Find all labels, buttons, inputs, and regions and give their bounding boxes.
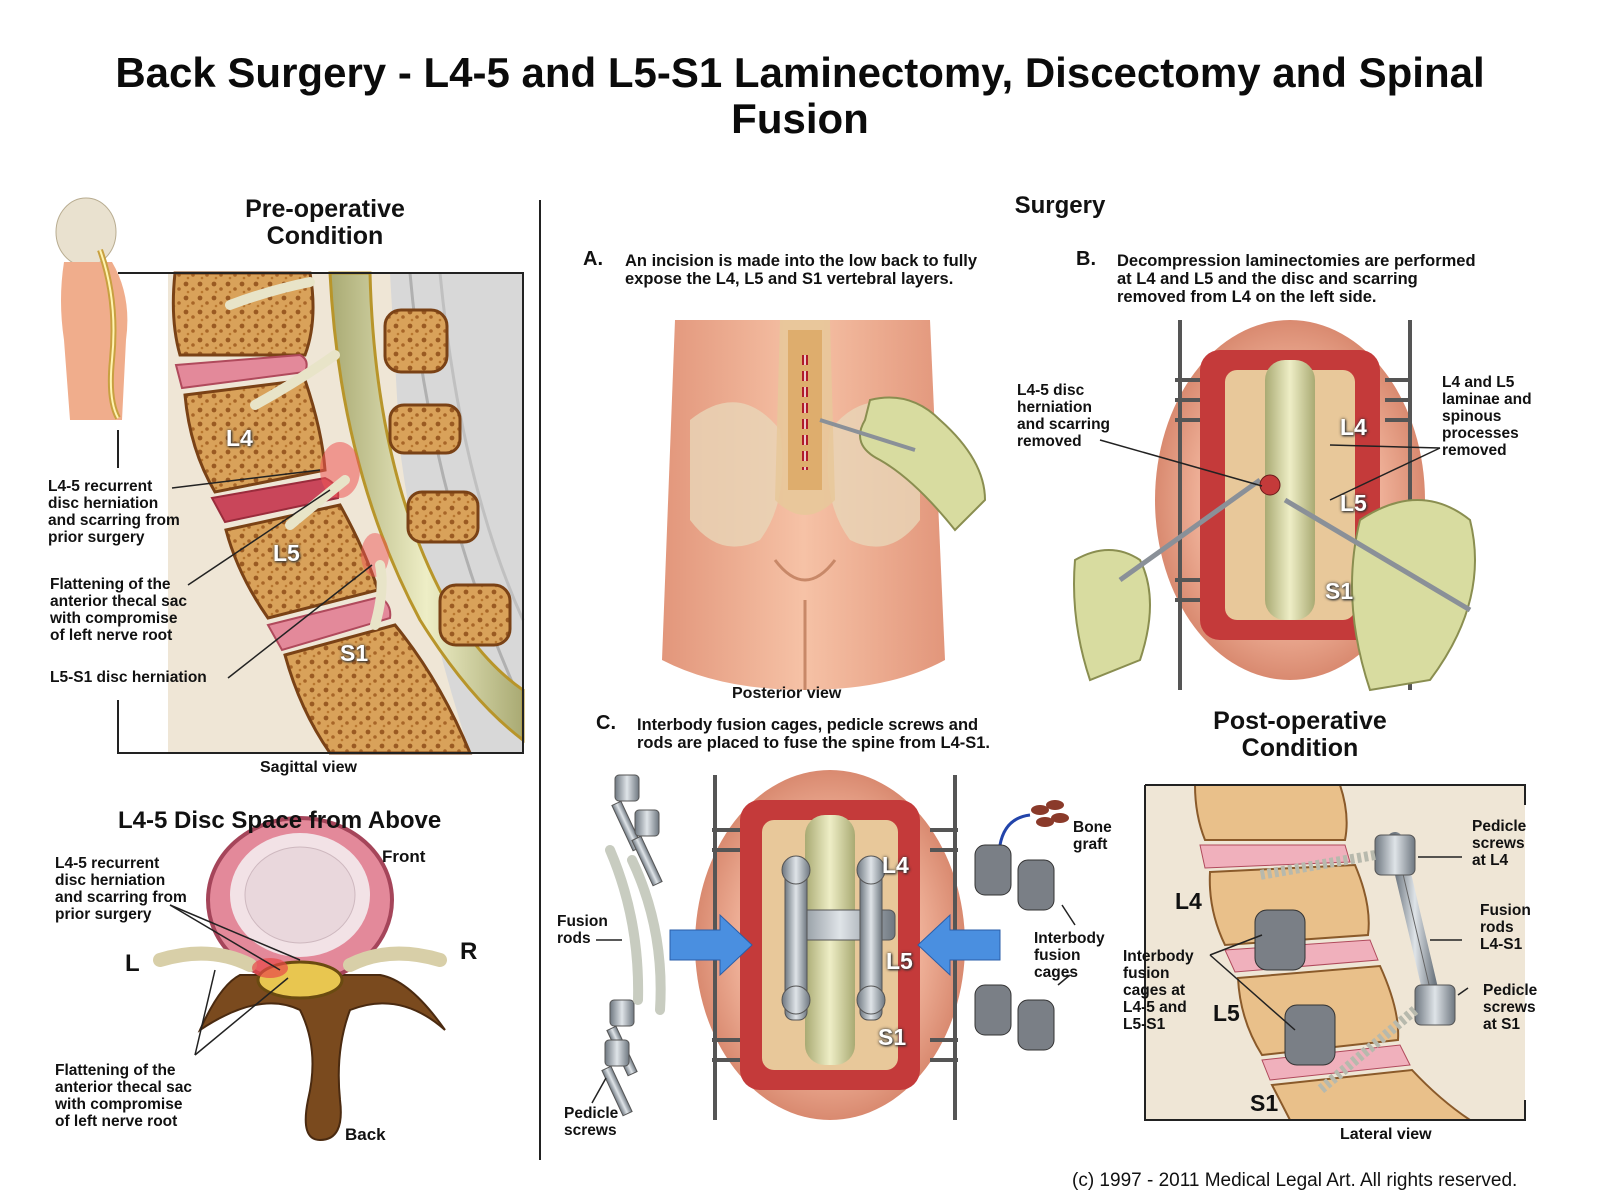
postop-lateral-illustration: [1144, 784, 1526, 1121]
preop-s1-label: S1: [340, 640, 369, 666]
step-b-s1-label: S1: [1325, 578, 1354, 604]
preop-l5s1-label: L5-S1 disc herniation: [50, 669, 207, 686]
preop-l5-label: L5: [273, 540, 300, 566]
step-b-letter: B.: [1076, 248, 1096, 270]
disc-axial-illustration: [153, 816, 447, 1142]
step-b-text: Decompression laminectomies are performe…: [1117, 252, 1476, 306]
step-c-s1-label: S1: [878, 1024, 907, 1050]
step-b-l4-label: L4: [1340, 414, 1367, 440]
title-line-1: Back Surgery - L4-5 and L5-S1 Laminectom…: [115, 49, 1485, 96]
step-c-l5-label: L5: [886, 948, 913, 974]
step-c-letter: C.: [596, 712, 616, 734]
surgery-heading: Surgery: [1014, 192, 1106, 219]
preop-l4-label: L4: [226, 425, 253, 451]
postop-l5-label: L5: [1213, 1000, 1240, 1026]
postop-heading: Post-operative Condition: [1213, 707, 1387, 762]
fusion-illustration: [591, 770, 1076, 1120]
sagittal-view-illustration: [117, 271, 525, 755]
step-c-text: Interbody fusion cages, pedicle screws a…: [637, 716, 991, 752]
posterior-view-caption: Posterior view: [732, 685, 842, 702]
disc-space-heading: L4-5 Disc Space from Above: [118, 807, 442, 834]
decompression-illustration: [1073, 320, 1476, 692]
sagittal-view-caption: Sagittal view: [260, 759, 357, 776]
lateral-view-caption: Lateral view: [1340, 1126, 1432, 1143]
disc-front-label: Front: [382, 847, 426, 866]
posterior-view-illustration: [662, 320, 987, 690]
copyright-notice: (c) 1997 - 2011 Medical Legal Art. All r…: [1072, 1170, 1518, 1191]
preop-heading: Pre-operative Condition: [245, 195, 405, 250]
step-a-text: An incision is made into the low back to…: [625, 252, 978, 288]
postop-s1-label: S1: [1250, 1090, 1279, 1116]
step-c-l4-label: L4: [882, 852, 909, 878]
disc-left-label: L: [125, 950, 140, 977]
page-title: Back Surgery - L4-5 and L5-S1 Laminectom…: [0, 50, 1600, 142]
postop-l4-label: L4: [1175, 888, 1202, 914]
disc-back-label: Back: [345, 1125, 386, 1144]
title-line-2: Fusion: [731, 95, 869, 142]
step-b-l5-label: L5: [1340, 490, 1367, 516]
body-figure-icon: [55, 197, 128, 420]
disc-right-label: R: [460, 938, 478, 965]
step-a-letter: A.: [583, 248, 603, 270]
